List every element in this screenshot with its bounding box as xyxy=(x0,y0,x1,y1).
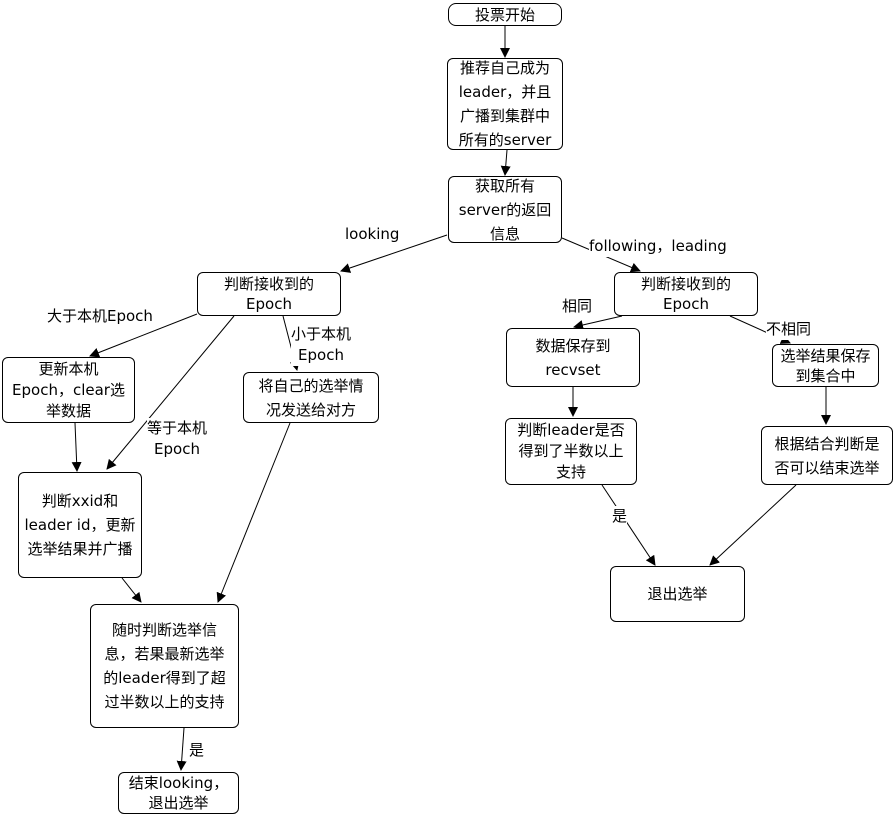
node-anytime-judge: 随时判断选举信 息，若果最新选举 的leader得到了超 过半数以上的支持 xyxy=(90,604,239,728)
arrow-judge-left-to-update xyxy=(89,313,198,358)
arrow-xxid-to-anytime xyxy=(121,577,142,603)
arrow-judge-left-to-xxid xyxy=(106,315,235,470)
label-looking: looking xyxy=(345,224,400,245)
arrow-update-to-xxid xyxy=(71,422,82,472)
label-greater-epoch: 大于本机Epoch xyxy=(47,306,153,327)
node-judge-xxid: 判断xxid和 leader id，更新 选举结果并广播 xyxy=(18,472,142,578)
node-save-recvset: 数据保存到 recvset xyxy=(506,328,640,387)
label-less-epoch: 小于本机 Epoch xyxy=(291,324,352,366)
node-judge-combine: 根据结合判断是 否可以结束选举 xyxy=(761,426,893,485)
label-same: 相同 xyxy=(562,296,593,317)
node-exit-election: 退出选举 xyxy=(610,566,745,622)
label-yes-left: 是 xyxy=(189,740,205,761)
label-following-leading: following，leading xyxy=(589,236,727,257)
arrow-fetch-to-judge-left xyxy=(340,234,448,273)
arrow-anytime-to-end xyxy=(176,727,187,771)
node-judge-epoch-left: 判断接收到的 Epoch xyxy=(197,272,341,316)
node-vote-start: 投票开始 xyxy=(448,3,562,26)
node-end-looking: 结束looking， 退出选举 xyxy=(118,772,239,814)
node-save-to-set: 选举结果保存 到集合中 xyxy=(772,344,879,387)
node-fetch-results: 获取所有 server的返回 信息 xyxy=(448,176,562,243)
arrow-judge-leader-to-exit xyxy=(601,484,656,566)
arrow-propose-to-fetch xyxy=(500,149,511,176)
label-yes-right: 是 xyxy=(612,506,628,527)
arrow-send-to-anytime xyxy=(216,422,291,603)
label-equal-epoch: 等于本机 Epoch xyxy=(147,418,208,460)
node-propose-self: 推荐自己成为 leader，并且 广播到集群中 所有的server xyxy=(447,58,563,150)
node-send-self: 将自己的选举情 况发送给对方 xyxy=(243,372,379,423)
label-different: 不相同 xyxy=(766,319,812,340)
node-judge-epoch-right: 判断接收到的 Epoch xyxy=(614,272,758,316)
node-judge-leader-majority: 判断leader是否 得到了半数以上 支持 xyxy=(505,418,637,485)
node-update-epoch: 更新本机 Epoch，clear选 举数据 xyxy=(2,357,135,423)
arrow-judge-right-to-recv xyxy=(573,315,623,330)
arrow-combine-to-exit xyxy=(709,484,797,566)
